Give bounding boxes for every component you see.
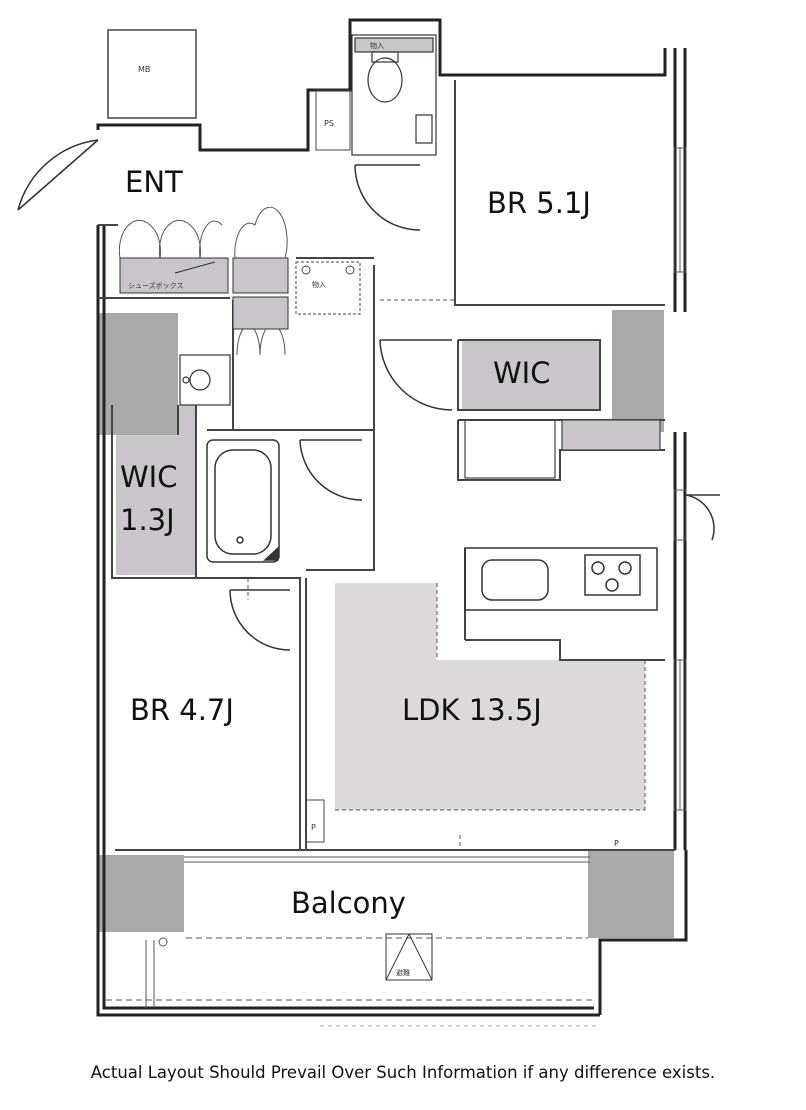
column-bottom-left <box>98 855 184 932</box>
room-label-ldk: LDK 13.5J <box>402 693 542 727</box>
washroom-storage <box>295 261 361 315</box>
room-label-br1: BR 5.1J <box>487 186 591 220</box>
evacuation-label: 避難 <box>396 968 410 977</box>
mb-label: MB <box>138 65 150 74</box>
room-label-ent: ENT <box>125 165 183 199</box>
windows <box>184 147 687 863</box>
shoe-box <box>119 257 289 330</box>
storage-label-2: 物入 <box>312 280 326 289</box>
storage-label: 物入 <box>370 41 384 50</box>
kitchen-counter <box>464 547 658 611</box>
room-label-wic1: WIC <box>493 356 550 390</box>
bathtub <box>206 439 280 563</box>
doors <box>17 139 720 651</box>
pipe-shaft-1 <box>305 799 325 843</box>
mb-closet <box>107 29 197 119</box>
washbasin <box>179 354 231 406</box>
room-label-balcony: Balcony <box>291 886 406 920</box>
balcony-rail <box>106 937 600 1027</box>
room-label-br2: BR 4.7J <box>130 693 234 727</box>
ps-label: PS <box>324 119 334 128</box>
pipe-label-1: P <box>311 823 316 832</box>
ps-shaft <box>315 89 351 151</box>
column-left <box>98 313 178 435</box>
column-right <box>612 310 664 432</box>
column-bottom-right <box>588 850 674 938</box>
shoe-box-label: シューズボックス <box>128 281 183 290</box>
wic-upper-area <box>462 341 601 409</box>
room-label-wic2: WIC <box>120 460 177 494</box>
ldk-area <box>335 583 645 810</box>
room-label-wic2-size: 1.3J <box>120 503 175 537</box>
dashed-lines <box>247 299 646 850</box>
pipe-label-2: P <box>614 839 619 848</box>
evacuation-hatch <box>385 933 433 981</box>
disclaimer-text: Actual Layout Should Prevail Over Such I… <box>90 1063 716 1082</box>
toilet <box>351 34 437 156</box>
kitchen-shelf <box>464 419 661 479</box>
